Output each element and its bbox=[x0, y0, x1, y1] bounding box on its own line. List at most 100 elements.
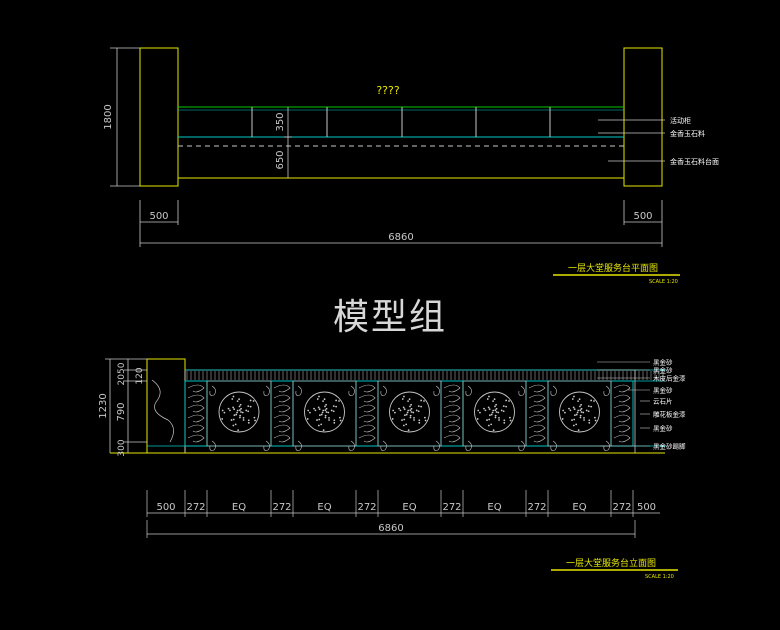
plan-right-pillar bbox=[623, 47, 663, 187]
elev-medallion-dot bbox=[332, 405, 335, 407]
elev-carving-swirl bbox=[187, 414, 205, 423]
elev-medallion-dot bbox=[572, 406, 575, 409]
elev-corner-ornament bbox=[209, 440, 216, 451]
elev-medallion-dot bbox=[406, 411, 409, 414]
elev-carving-swirl bbox=[443, 394, 461, 403]
elev-medallion-dot bbox=[322, 400, 324, 402]
elev-medallion-dot bbox=[423, 400, 425, 402]
elev-corner-ornament bbox=[550, 385, 557, 396]
elev-medallion-dot bbox=[479, 411, 481, 414]
plan-dim-left-end: 500 bbox=[149, 211, 168, 222]
elev-medallion-dot bbox=[324, 405, 326, 408]
elev-body-outline bbox=[184, 369, 636, 454]
elev-medallion-dot bbox=[409, 409, 412, 412]
elev-medallion-dot bbox=[488, 395, 490, 398]
elev-carving-swirl bbox=[273, 384, 291, 393]
elev-medallion-dot bbox=[325, 403, 328, 406]
elev-medallion-dot bbox=[403, 408, 406, 411]
elev-medallion-dot bbox=[577, 409, 580, 412]
elev-medallion-dot bbox=[236, 400, 239, 402]
plan-dim-overall: 6860 bbox=[388, 232, 413, 243]
elev-medallion-dot bbox=[313, 407, 315, 410]
elev-carving-swirl bbox=[443, 384, 461, 393]
elev-medallion-dot bbox=[239, 416, 241, 419]
elev-medallion-dot bbox=[232, 395, 235, 398]
elev-medallion-dot bbox=[488, 418, 491, 421]
elev-medallion bbox=[218, 391, 260, 433]
elev-medallion-dot bbox=[487, 424, 490, 427]
elev-medallion-dot bbox=[333, 419, 336, 422]
elev-medallion-dot bbox=[410, 411, 413, 413]
elev-bottom-dim-label: 272 bbox=[442, 502, 461, 513]
elev-medallion-dot bbox=[508, 400, 510, 402]
elev-strip-panel bbox=[355, 380, 379, 447]
elev-carving-swirl bbox=[528, 434, 546, 443]
elev-medallion-dot bbox=[239, 414, 242, 417]
elev-medallion-dot bbox=[569, 409, 572, 412]
elev-medallion-dot bbox=[221, 409, 224, 412]
elev-medallion-dot bbox=[568, 407, 570, 410]
plan-vertical-dims bbox=[110, 47, 292, 187]
elev-medallion-dot bbox=[238, 398, 240, 401]
elev-medallion-dot bbox=[412, 411, 415, 414]
elev-medallion-dot bbox=[577, 400, 579, 402]
elev-callout-label: 黑金砂 bbox=[653, 358, 673, 367]
elev-medallion-dot bbox=[322, 409, 325, 412]
elev-medallion-dot bbox=[505, 399, 508, 402]
elev-medallion-dot bbox=[321, 411, 324, 414]
elev-carving-swirl bbox=[273, 414, 291, 423]
elev-medallion-dot bbox=[497, 411, 500, 414]
elev-callout-label: 木皮后金漆 bbox=[653, 374, 686, 383]
elev-dim-790: 790 bbox=[116, 402, 127, 421]
elev-medallion-dot bbox=[233, 414, 236, 417]
elev-eq-panel bbox=[292, 380, 357, 447]
elev-strip-panel bbox=[525, 380, 549, 447]
elev-medallion-dot bbox=[583, 416, 585, 419]
elev-medallion-dot bbox=[235, 413, 238, 416]
elev-medallion-dot bbox=[578, 398, 581, 401]
elev-dim-1230: 1230 bbox=[98, 393, 109, 418]
elev-medallion-dot bbox=[391, 418, 394, 420]
elev-carving-swirl bbox=[273, 434, 291, 443]
elev-medallion-dot bbox=[327, 411, 330, 414]
elev-medallion-dot bbox=[402, 406, 405, 409]
elev-medallion-dot bbox=[495, 407, 498, 410]
elev-medallion-dot bbox=[232, 406, 235, 409]
elev-carving-swirl bbox=[187, 404, 205, 413]
elev-medallion-dot bbox=[405, 423, 408, 426]
elev-medallion-dot bbox=[424, 419, 427, 422]
elev-medallion-dot bbox=[239, 403, 242, 406]
elev-medallion-dot bbox=[573, 395, 575, 398]
elev-corner-ornament bbox=[433, 440, 440, 451]
elev-medallion-dot bbox=[404, 414, 406, 417]
elev-carving-swirl bbox=[528, 414, 546, 423]
elev-medallion-dot bbox=[227, 407, 230, 410]
elev-medallion-dot bbox=[320, 413, 323, 416]
elev-medallion-dot bbox=[339, 419, 342, 422]
elev-medallion-dot bbox=[233, 408, 236, 411]
elev-medallion-dot bbox=[318, 408, 321, 411]
elev-carving-swirl bbox=[613, 424, 631, 433]
elev-strip-panel bbox=[184, 380, 208, 447]
elev-medallion-dot bbox=[417, 410, 420, 413]
elev-medallion-dot bbox=[328, 419, 330, 421]
elev-medallion-dot bbox=[403, 418, 406, 421]
elev-eq-panel bbox=[377, 380, 442, 447]
elev-medallion-dot bbox=[325, 411, 328, 413]
elev-medallion-dot bbox=[307, 409, 310, 412]
elev-medallion-dot bbox=[405, 413, 408, 416]
elev-bays bbox=[151, 379, 634, 451]
elev-medallion-dot bbox=[494, 416, 497, 419]
elev-medallion-dot bbox=[247, 405, 250, 407]
elev-medallion-dot bbox=[223, 411, 226, 414]
elev-medallion-dot bbox=[238, 409, 241, 412]
elev-medallion-dot bbox=[505, 405, 508, 408]
elev-medallion-dot bbox=[318, 418, 321, 421]
elev-corner-ornament bbox=[465, 440, 472, 451]
elev-title: 一层大堂服务台立面图 bbox=[566, 557, 656, 569]
elev-medallion-dot bbox=[392, 409, 395, 412]
elev-eq-panel bbox=[206, 380, 272, 447]
elev-corner-ornament bbox=[263, 385, 270, 396]
plan-callout-2: 金香玉石料 bbox=[670, 129, 705, 138]
